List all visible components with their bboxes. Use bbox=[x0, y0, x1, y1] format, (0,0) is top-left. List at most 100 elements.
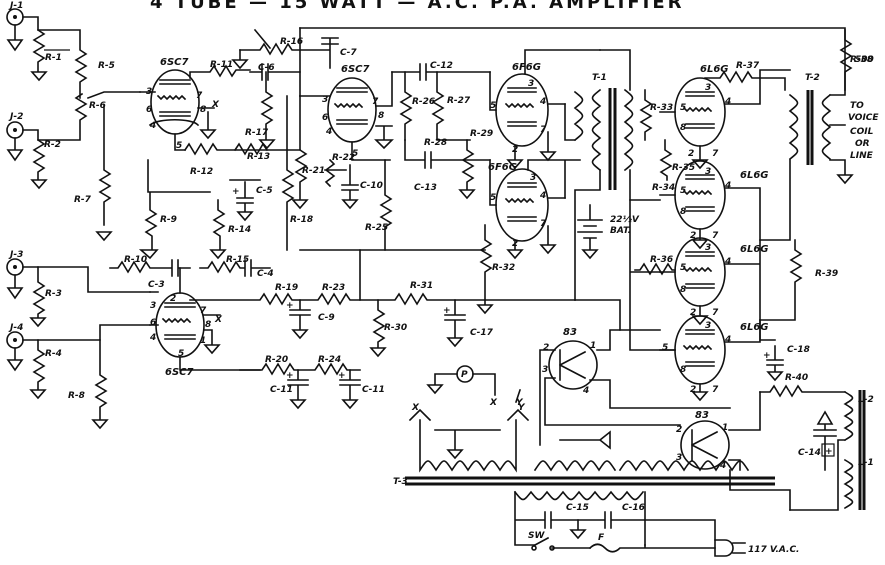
pin-x-label: X bbox=[211, 100, 220, 110]
tube-label-t3: 6SC7 bbox=[165, 367, 193, 378]
svg-text:1: 1 bbox=[722, 423, 728, 433]
svg-text:7: 7 bbox=[712, 231, 719, 241]
label-r5: R-5 bbox=[98, 61, 115, 71]
filter-chokes: L-2 L-1 bbox=[843, 390, 874, 510]
label-r8: R-8 bbox=[68, 391, 85, 401]
label-r26: R-26 bbox=[412, 97, 435, 107]
label-r31: R-31 bbox=[410, 281, 433, 291]
label-l2: L-2 bbox=[858, 395, 874, 405]
svg-text:+: + bbox=[763, 351, 771, 361]
label-c12: C-12 bbox=[430, 61, 453, 71]
tube-6l6g-4: 6L6G 543 872 bbox=[662, 315, 769, 395]
svg-text:2: 2 bbox=[543, 343, 549, 353]
svg-text:7: 7 bbox=[200, 306, 207, 316]
label-r36: R-36 bbox=[650, 255, 673, 265]
label-r20: R-20 bbox=[265, 355, 288, 365]
switch-label: SW bbox=[528, 531, 545, 541]
label-r14: R-14 bbox=[228, 225, 251, 235]
t3-x-label: X bbox=[411, 403, 420, 413]
tube-label-rect2: 83 bbox=[695, 410, 709, 421]
svg-text:4: 4 bbox=[582, 386, 589, 396]
fuse: F bbox=[588, 533, 716, 553]
label-r16: R-16 bbox=[280, 37, 303, 47]
svg-text:4: 4 bbox=[724, 181, 731, 191]
svg-text:5: 5 bbox=[680, 263, 686, 273]
label-r30: R-30 bbox=[384, 323, 407, 333]
label-c17: C-16 bbox=[622, 503, 645, 513]
label-r39: R-39 bbox=[815, 269, 838, 279]
svg-text:7: 7 bbox=[196, 91, 203, 101]
label-r33: R-33 bbox=[650, 103, 673, 113]
output-label-voice: VOICE bbox=[848, 113, 879, 123]
label-c15: C-17 bbox=[470, 328, 494, 338]
svg-text:2: 2 bbox=[690, 308, 696, 318]
svg-text:8: 8 bbox=[680, 365, 686, 375]
label-c9: C-9 bbox=[318, 313, 335, 323]
label-j3: J-3 bbox=[8, 250, 23, 260]
label-r37: R-37 bbox=[736, 61, 760, 71]
label-r1: R-1 bbox=[45, 53, 62, 63]
label-t1: T-1 bbox=[592, 73, 607, 83]
svg-text:+: + bbox=[338, 371, 346, 381]
label-r17: R-17 bbox=[245, 128, 269, 138]
battery-label: BAT. bbox=[610, 226, 631, 236]
label-c18: C-18 bbox=[787, 345, 810, 355]
tube-label-t2: 6SC7 bbox=[341, 64, 369, 75]
label-c16: C-15 bbox=[566, 503, 589, 513]
svg-text:2: 2 bbox=[170, 294, 176, 304]
t3-y-label: Y bbox=[518, 403, 526, 413]
output-label-to: TO bbox=[850, 101, 864, 111]
label-r6: R-6 bbox=[89, 101, 106, 111]
transformer-t2: T-2 bbox=[788, 73, 832, 165]
label-r35: R-35 bbox=[672, 163, 695, 173]
label-r23: R-23 bbox=[322, 283, 345, 293]
label-c4: C-4 bbox=[257, 269, 274, 279]
svg-text:8: 8 bbox=[378, 111, 384, 121]
pilot-y-label: Y bbox=[516, 398, 524, 408]
svg-text:2: 2 bbox=[690, 385, 696, 395]
label-r15: R-15 bbox=[226, 255, 249, 265]
svg-text:6: 6 bbox=[146, 105, 152, 115]
tube-6sc7-second: 6SC7 364 785 bbox=[322, 64, 384, 159]
label-r27: R-27 bbox=[447, 96, 471, 106]
tube-label-pa2: 6F6G bbox=[488, 162, 517, 173]
svg-text:6: 6 bbox=[150, 318, 156, 328]
svg-text:3: 3 bbox=[528, 79, 534, 89]
label-t3: T-3 bbox=[393, 477, 408, 487]
label-c11: C-11 bbox=[362, 385, 385, 395]
label-l1: L-1 bbox=[858, 458, 874, 468]
tube-label-pa1: 6F6G bbox=[512, 62, 541, 73]
power-switch[interactable]: SW bbox=[528, 531, 591, 551]
label-r13: R-13 bbox=[247, 152, 270, 162]
input-section: J-1 R-1 J-2 R-2 R-5 R-6 R-7 bbox=[6, 1, 141, 242]
svg-text:3: 3 bbox=[322, 95, 328, 105]
label-r24: R-24 bbox=[318, 355, 341, 365]
label-r21: R-21 bbox=[302, 166, 325, 176]
tube-label-out2: 6L6G bbox=[740, 170, 769, 181]
label-r18: R-18 bbox=[290, 215, 313, 225]
svg-text:7: 7 bbox=[540, 125, 547, 135]
label-c5: C-6 bbox=[258, 63, 275, 73]
label-t2: T-2 bbox=[805, 73, 820, 83]
svg-text:3: 3 bbox=[542, 365, 548, 375]
svg-text:3: 3 bbox=[705, 243, 711, 253]
svg-text:5: 5 bbox=[176, 141, 182, 151]
svg-text:2: 2 bbox=[690, 231, 696, 241]
bias-battery: 22½V BAT. bbox=[577, 204, 640, 260]
label-r28: R-28 bbox=[424, 138, 447, 148]
label-r19: R-19 bbox=[275, 283, 298, 293]
svg-text:1: 1 bbox=[200, 336, 206, 346]
svg-text:3: 3 bbox=[530, 173, 536, 183]
svg-text:2: 2 bbox=[688, 149, 694, 159]
svg-text:3: 3 bbox=[705, 321, 711, 331]
svg-text:3: 3 bbox=[705, 83, 711, 93]
power-plug: 117 V.A.C. bbox=[714, 539, 799, 557]
svg-text:5: 5 bbox=[490, 101, 496, 111]
label-r25: R-25 bbox=[365, 223, 388, 233]
svg-text:6: 6 bbox=[322, 113, 328, 123]
